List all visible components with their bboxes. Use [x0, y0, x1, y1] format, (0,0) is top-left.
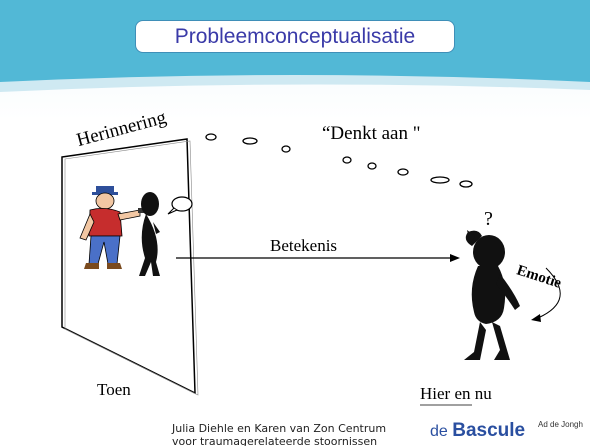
victim-figure	[139, 192, 193, 276]
header-curve	[0, 75, 590, 92]
author-credit: Ad de Jongh	[538, 420, 583, 429]
thinking-figure	[464, 230, 520, 360]
slide-title: Probleemconceptualisatie	[174, 24, 416, 48]
logo-de: de	[430, 423, 448, 440]
thought-bubbles	[205, 133, 473, 188]
label-betekenis: Betekenis	[270, 236, 338, 255]
betekenis-arrow	[176, 254, 460, 262]
emotion-arrow	[531, 267, 561, 322]
footer-text: Julia Diehle en Karen van Zon Centrum vo…	[172, 422, 387, 446]
label-hier-en-nu: Hier en nu	[420, 384, 492, 403]
label-denkt-aan: “Denkt aan "	[322, 123, 421, 144]
logo-bascule: Bascule	[452, 420, 526, 441]
gunman-figure	[79, 186, 152, 269]
label-toen: Toen	[97, 380, 131, 399]
memory-frame	[61, 138, 199, 396]
question-mark: ?	[484, 208, 493, 230]
title-box: Probleemconceptualisatie	[135, 20, 455, 53]
bascule-logo: de Bascule	[430, 420, 525, 442]
